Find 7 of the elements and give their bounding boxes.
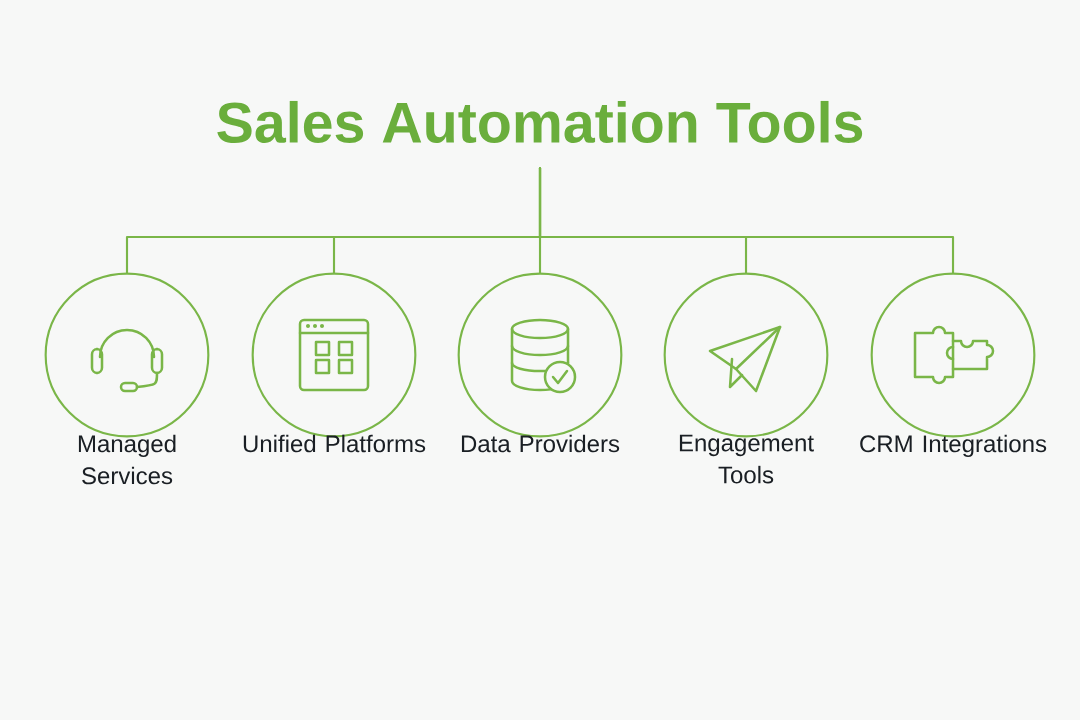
connector-line xyxy=(538,167,955,274)
node-label: Engagement Tools xyxy=(679,434,814,484)
title: Sales Automation Tools xyxy=(217,100,863,144)
node-label: Data Providers xyxy=(461,434,620,453)
node-label: Managed Services xyxy=(78,434,176,485)
node-label: CRM Integrations xyxy=(860,434,1047,458)
node-label: Unified Platforms xyxy=(243,434,426,453)
